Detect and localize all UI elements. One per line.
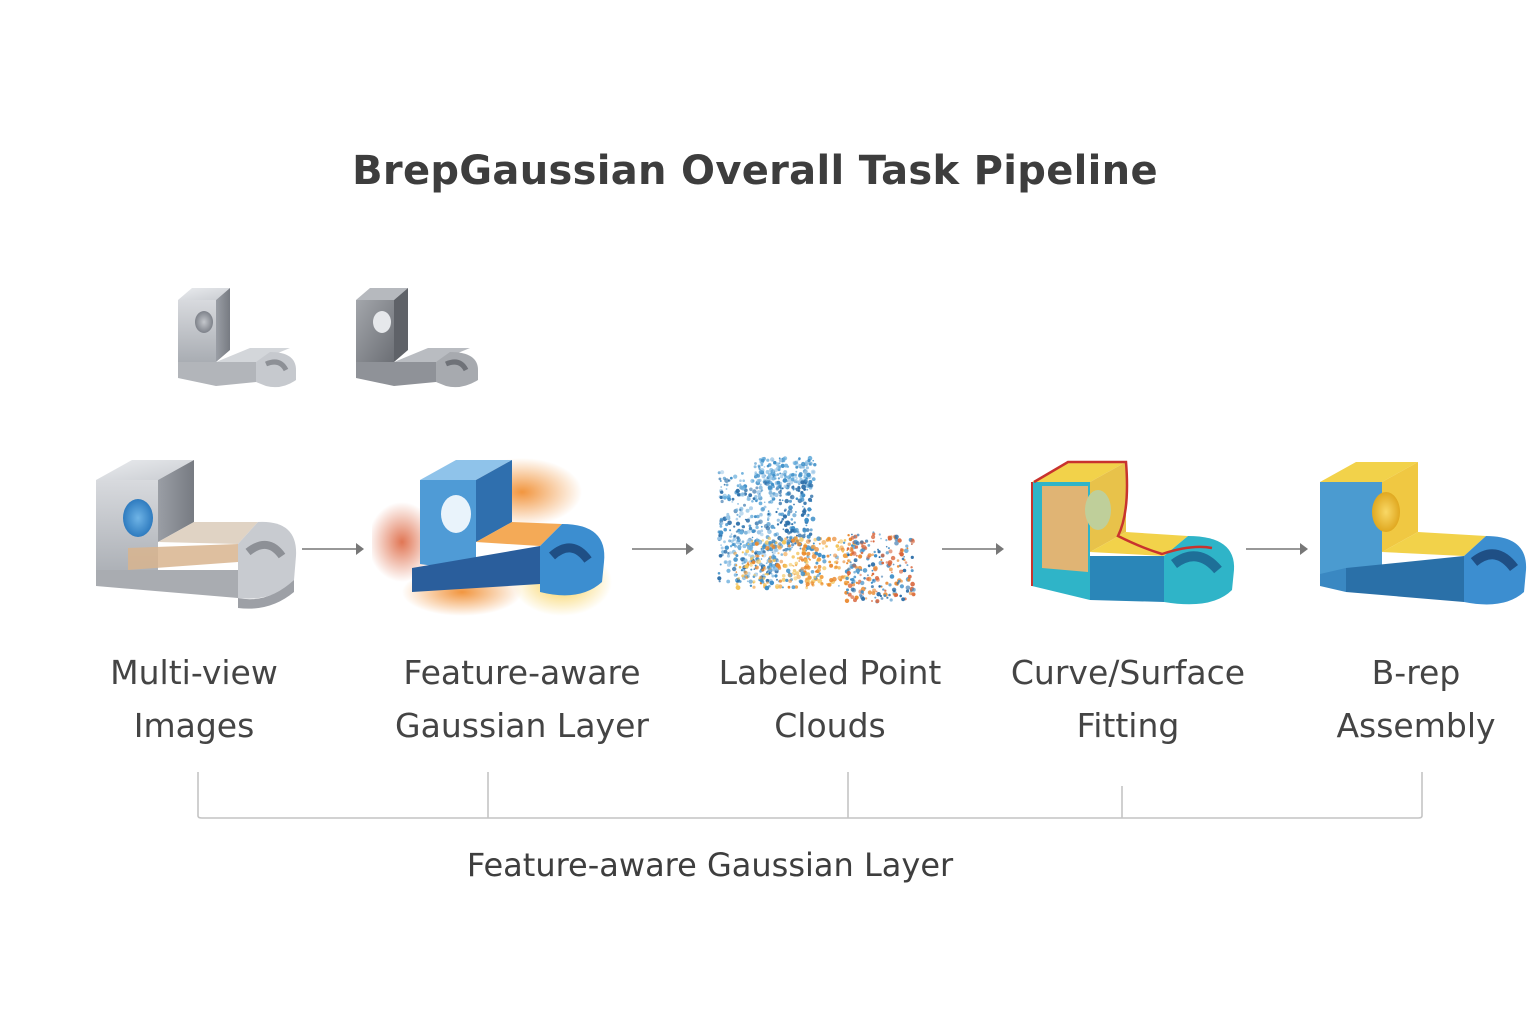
- stage-label-line1: Labeled Point: [718, 653, 942, 692]
- stage-label-line1: B-rep: [1371, 653, 1461, 692]
- stage-label-point-clouds: Labeled Point Clouds: [680, 646, 980, 752]
- stage-label-line2: Images: [133, 706, 255, 745]
- stage-label-line1: Multi-view: [110, 653, 278, 692]
- stage-label-feature-aware: Feature-aware Gaussian Layer: [372, 646, 672, 752]
- stage-label-line2: Fitting: [1076, 706, 1180, 745]
- small-view-1-icon: [178, 288, 296, 388]
- brep-part-icon: [1320, 462, 1527, 605]
- arrow-1-icon: [302, 543, 364, 555]
- stage-label-line2: Gaussian Layer: [395, 706, 649, 745]
- stage-label-line1: Curve/Surface: [1010, 653, 1246, 692]
- stage-label-curve-surface: Curve/Surface Fitting: [978, 646, 1278, 752]
- arrow-4-icon: [1246, 543, 1308, 555]
- fitted-surface-part-icon: [1031, 460, 1235, 605]
- page-title: BrepGaussian Overall Task Pipeline: [352, 148, 1158, 194]
- gaussian-blob-part-icon: [372, 458, 612, 616]
- stage-label-brep-assembly: B-rep Assembly: [1266, 646, 1536, 752]
- small-view-2-icon: [356, 288, 478, 388]
- point-cloud-part-icon: [717, 455, 916, 604]
- arrow-2-icon: [632, 543, 694, 555]
- pipeline-bracket: [197, 772, 1423, 819]
- stage-label-multi-view: Multi-view Images: [44, 646, 344, 752]
- arrow-3-icon: [942, 543, 1004, 555]
- bracket-label: Feature-aware Gaussian Layer: [466, 846, 954, 884]
- gray-cad-part-icon: [96, 460, 297, 609]
- stage-label-line2: Assembly: [1336, 706, 1496, 745]
- stage-label-line1: Feature-aware: [403, 653, 641, 692]
- stage-label-line2: Clouds: [774, 706, 886, 745]
